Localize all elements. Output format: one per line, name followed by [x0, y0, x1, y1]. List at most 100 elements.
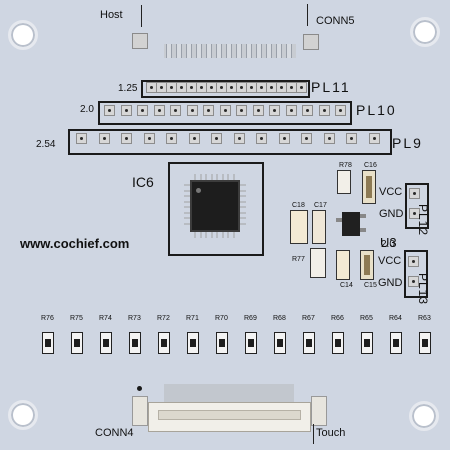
gnd-label-pl12: GND: [379, 208, 404, 220]
resistor-3: [100, 332, 112, 354]
bottom-connector-left-tab: [132, 396, 148, 426]
pl9-pins-pin-5: [166, 133, 177, 144]
resistor-label-11: R66: [331, 315, 344, 322]
pl10-pins-pin-7: [203, 105, 214, 116]
c16-body: [366, 176, 372, 198]
ic6-lead-20: [240, 206, 246, 208]
pl10-pins-pin-15: [335, 105, 346, 116]
pl9-pins-pin-12: [323, 133, 335, 144]
ic6-lead-29: [232, 174, 235, 180]
ic6-pin1-dot: [196, 188, 201, 193]
pl12-label: PL12: [416, 204, 430, 237]
pl9-pins-pin-8: [233, 133, 245, 144]
pl10-pins-pin-14: [318, 105, 330, 116]
mounting-hole-top-right: [410, 17, 440, 47]
ic6-lead-11: [184, 195, 190, 197]
resistor-label-8: R69: [244, 315, 257, 322]
u3-label: U3: [380, 235, 397, 250]
pitch-1-25-label: 1.25: [118, 83, 138, 94]
ic6-lead-5: [199, 174, 202, 180]
bottom-connector-right-tab: [311, 396, 327, 426]
resistor-2: [71, 332, 83, 354]
resistor-label-5: R72: [157, 315, 170, 322]
ic6-lead-10: [205, 232, 207, 238]
pl9-label: PL9: [392, 135, 423, 151]
pl11-pins-pin-16: [296, 82, 307, 93]
resistor-14: [419, 332, 431, 354]
pl10-pins-pin-12: [285, 105, 297, 116]
pl9-pins-pin-7: [211, 133, 222, 144]
pl11-header: [141, 80, 310, 98]
resistor-label-4: R73: [128, 315, 141, 322]
resistor-9: [274, 332, 286, 354]
c17-part: [312, 210, 326, 244]
pl12-header: [405, 183, 429, 229]
pl12-pin-1: [409, 188, 420, 199]
resistor-11: [332, 332, 344, 354]
ic6-lead-7: [184, 189, 190, 192]
ic6-lead-23: [184, 211, 190, 214]
ic6-lead-9: [205, 174, 207, 180]
pitch-2-0-label-pl13: 2.0: [381, 239, 395, 250]
pl10-pins-pin-9: [236, 105, 247, 116]
resistor-8: [245, 332, 257, 354]
pl10-pins-pin-11: [269, 105, 280, 116]
ic6-lead-27: [184, 217, 190, 219]
resistor-13: [390, 332, 402, 354]
ic6-lead-17: [216, 174, 218, 180]
gnd-label-pl13: GND: [378, 277, 403, 289]
pl10-pins-pin-6: [186, 105, 198, 116]
resistor-12: [361, 332, 373, 354]
ic6-lead-15: [184, 200, 190, 203]
resistor-label-6: R71: [186, 315, 199, 322]
ic6-lead-2: [194, 232, 196, 238]
pl10-pins-pin-2: [120, 105, 132, 116]
ic6-lead-6: [199, 232, 202, 238]
pl10-pins-pin-1: [104, 105, 115, 116]
c15-label: C15: [364, 282, 377, 289]
resistor-label-2: R75: [70, 315, 83, 322]
r77-part: [310, 248, 326, 278]
ic6-lead-4: [240, 184, 246, 186]
ic6-lead-25: [227, 174, 229, 180]
pl9-pins-pin-9: [256, 133, 267, 144]
pitch-2-0-label: 2.0: [80, 104, 94, 115]
pl9-pins-pin-11: [301, 133, 312, 144]
pl9-pins-pin-3: [121, 133, 132, 144]
pitch-2-54-label: 2.54: [36, 139, 56, 150]
ic6-lead-22: [221, 232, 224, 238]
pl9-pins-pin-4: [143, 133, 155, 144]
u3-chip: [342, 212, 360, 236]
pl9-pins-pin-10: [278, 133, 290, 144]
mounting-hole-bottom-left: [8, 400, 38, 430]
mounting-hole-top-left: [8, 20, 38, 50]
conn5-label: CONN5: [316, 15, 355, 27]
pl9-pins-pin-6: [188, 133, 200, 144]
pl9-pins-pin-1: [76, 133, 87, 144]
ic6-lead-16: [240, 200, 246, 203]
host-pad: [132, 33, 148, 49]
resistor-6: [187, 332, 199, 354]
conn4-pin1-dot: [137, 386, 142, 391]
mounting-hole-bottom-right: [409, 401, 439, 431]
host-label: Host: [100, 9, 123, 21]
u3-pin-right-top: [360, 214, 366, 218]
resistor-label-7: R70: [215, 315, 228, 322]
pl10-pins-pin-3: [137, 105, 148, 116]
u3-pin-left: [336, 218, 342, 222]
ic6-lead-31: [184, 222, 190, 225]
u3-pin-right-bottom: [360, 228, 366, 232]
pl12-pin-2: [409, 208, 420, 219]
c18-label: C18: [292, 202, 305, 209]
ic6-lead-32: [240, 222, 246, 225]
resistor-4: [129, 332, 141, 354]
ic6-outline: [168, 162, 264, 256]
pl10-pins-pin-10: [252, 105, 264, 116]
pl11-label: PL11: [311, 79, 351, 95]
vcc-label-pl12: VCC: [379, 186, 403, 198]
pl10-header: [98, 101, 352, 125]
ic6-lead-26: [227, 232, 229, 238]
c16-label: C16: [364, 162, 377, 169]
host-marker-line: [141, 5, 142, 27]
